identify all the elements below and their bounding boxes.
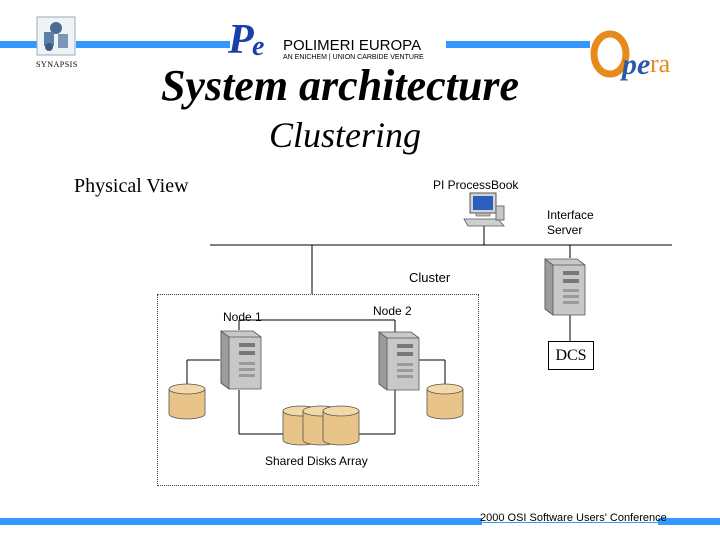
opera-logo: pe ra — [588, 30, 678, 86]
synapsis-logo — [36, 16, 76, 56]
slide-title: System architecture — [160, 61, 520, 110]
node1-local-disk-icon — [168, 383, 206, 421]
company-name: POLIMERI EUROPA — [283, 37, 422, 54]
shared-disks-array-icon — [282, 405, 362, 447]
view-label: Physical View — [74, 175, 189, 197]
node1-server-icon — [217, 329, 263, 391]
footer-text: 2000 OSI Software Users' Conference — [480, 512, 667, 524]
header-bar-middle — [76, 41, 230, 48]
company-tagline: AN ENICHEM | UNION CARBIDE VENTURE — [283, 54, 424, 61]
interface-server-label-line1: Interface — [547, 208, 594, 222]
cluster-boundary — [157, 294, 479, 486]
shared-disks-label: Shared Disks Array — [265, 454, 368, 468]
synapsis-caption: SYNAPSIS — [36, 60, 78, 69]
footer-bar-right — [658, 518, 720, 525]
node1-label: Node 1 — [223, 310, 262, 324]
svg-text:P: P — [228, 17, 254, 57]
polimeri-logo: P e — [227, 17, 278, 63]
slide-subtitle: Clustering — [268, 115, 421, 155]
workstation-icon — [462, 192, 506, 228]
interface-server-icon — [541, 257, 587, 317]
node2-local-disk-icon — [426, 383, 464, 421]
interface-server-label-line2: Server — [547, 223, 583, 237]
process-book-label: PI ProcessBook — [433, 178, 519, 192]
node2-server-icon — [375, 330, 421, 392]
node2-label: Node 2 — [373, 304, 412, 318]
cluster-label: Cluster — [409, 270, 451, 285]
dcs-box: DCS — [548, 341, 594, 370]
header-bar-right — [446, 41, 590, 48]
footer-bar-left — [0, 518, 482, 525]
svg-text:ra: ra — [650, 49, 671, 78]
header-bar-left — [0, 41, 38, 48]
svg-text:pe: pe — [619, 48, 650, 81]
svg-text:e: e — [252, 31, 264, 57]
